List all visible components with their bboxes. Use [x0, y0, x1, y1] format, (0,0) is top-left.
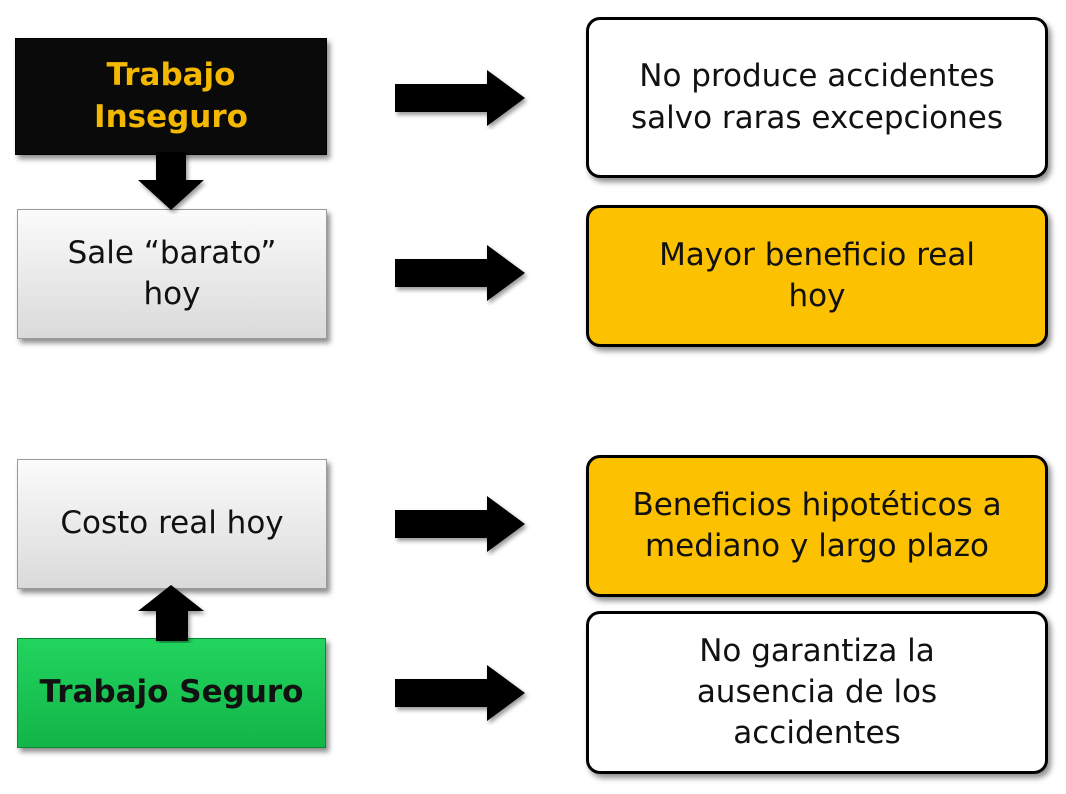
trabajo-seguro-line-1: Trabajo Seguro: [39, 674, 304, 711]
no-garantiza-line-1: No garantiza la: [699, 632, 935, 669]
no-garantiza-line-2: ausencia de los: [696, 673, 938, 710]
trabajo-seguro-box: Trabajo Seguro: [17, 638, 326, 748]
no-produce-box: No produce accidentes salvo raras excepc…: [586, 17, 1048, 178]
right-arrow-icon-2: [395, 245, 525, 301]
sale-barato-line-2: hoy: [143, 276, 201, 312]
down-arrow-icon: [138, 152, 204, 210]
no-garantiza-line-3: accidentes: [733, 715, 901, 752]
mayor-beneficio-line-2: hoy: [788, 278, 846, 314]
right-arrow-icon-4: [395, 665, 525, 721]
costo-real-box: Costo real hoy: [17, 459, 327, 589]
no-garantiza-box: No garantiza la ausencia de los accident…: [586, 611, 1048, 774]
right-arrow-icon-3: [395, 496, 525, 552]
mayor-beneficio-line-1: Mayor beneficio real: [659, 236, 975, 273]
trabajo-inseguro-box: Trabajo Inseguro: [15, 38, 327, 155]
trabajo-inseguro-line-2: Inseguro: [94, 98, 248, 135]
beneficios-hipoteticos-line-1: Beneficios hipotéticos a: [632, 486, 1002, 523]
sale-barato-line-1: Sale “barato”: [67, 234, 277, 271]
sale-barato-box: Sale “barato” hoy: [17, 209, 327, 339]
costo-real-line-1: Costo real hoy: [60, 505, 284, 542]
trabajo-inseguro-line-1: Trabajo: [106, 57, 236, 94]
beneficios-hipoteticos-box: Beneficios hipotéticos a mediano y largo…: [586, 455, 1048, 597]
beneficios-hipoteticos-line-2: mediano y largo plazo: [644, 528, 990, 564]
no-produce-line-1: No produce accidentes: [639, 58, 995, 95]
right-arrow-icon-1: [395, 70, 525, 126]
no-produce-line-2: salvo raras excepciones: [630, 99, 1004, 136]
up-arrow-icon: [138, 585, 204, 641]
mayor-beneficio-box: Mayor beneficio real hoy: [586, 205, 1048, 347]
